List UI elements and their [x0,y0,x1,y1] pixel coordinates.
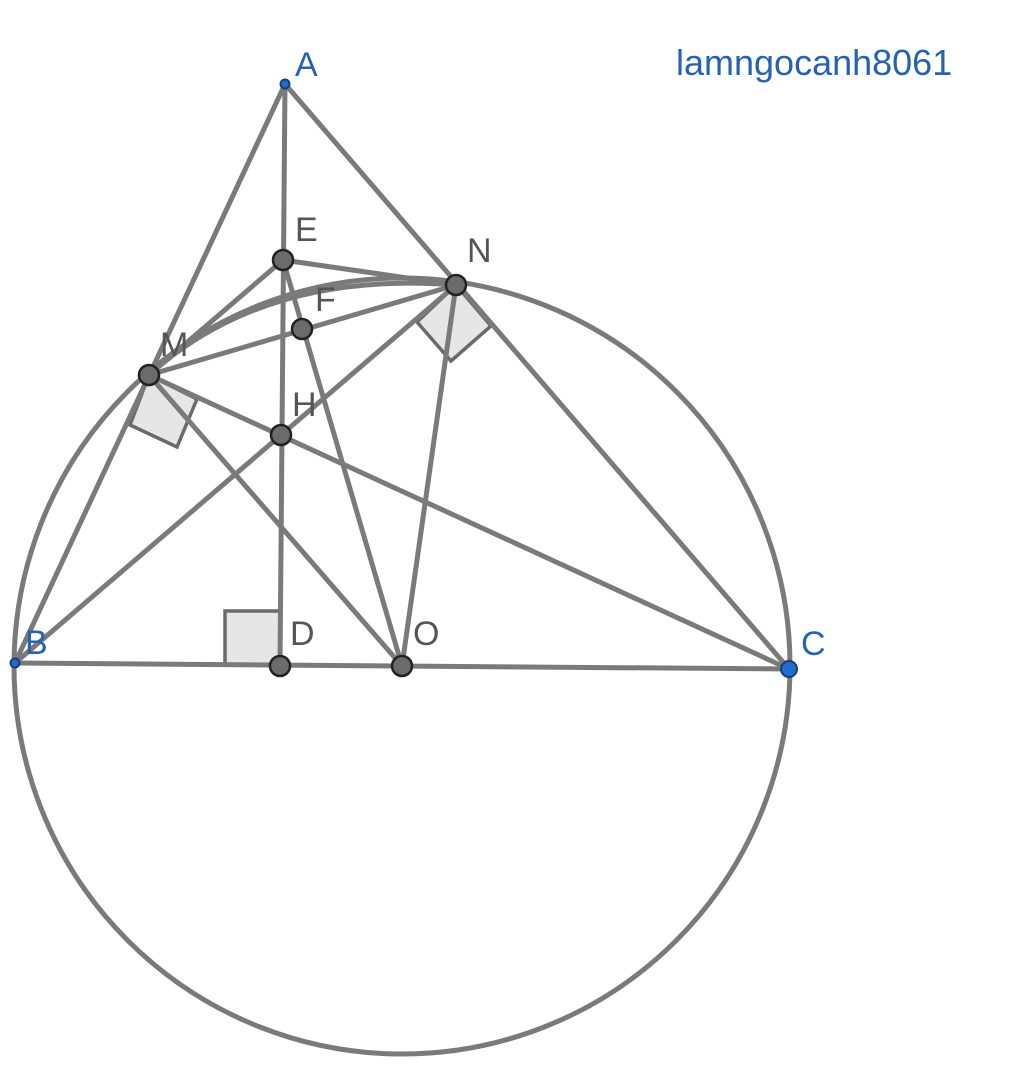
point-h [269,423,293,447]
label-c: C [801,625,826,663]
right-angle-m [127,372,200,450]
segment-ac [282,81,792,672]
arc-mn [146,280,459,378]
point-a [279,78,291,90]
label-f: F [315,281,336,319]
point-e [271,248,295,272]
label-o: O [413,615,439,653]
segment-mo [146,372,405,669]
segment-ad [277,81,288,669]
point-d [268,654,292,678]
label-h: H [292,386,317,424]
label-d: D [290,615,315,653]
point-b [9,657,21,669]
watermark-text: lamngocanh8061 [676,42,952,83]
segment-en [280,257,459,288]
point-c [780,660,798,678]
label-e: E [295,211,318,249]
segment-no [399,282,459,669]
point-m [137,363,161,387]
label-n: N [467,232,492,270]
point-n [444,273,468,297]
point-f [290,317,314,341]
point-o [390,654,414,678]
right-angle-d [223,609,282,667]
label-b: B [25,624,48,662]
label-a: A [295,46,318,84]
segment-mc [146,372,792,672]
label-m: M [160,326,188,364]
